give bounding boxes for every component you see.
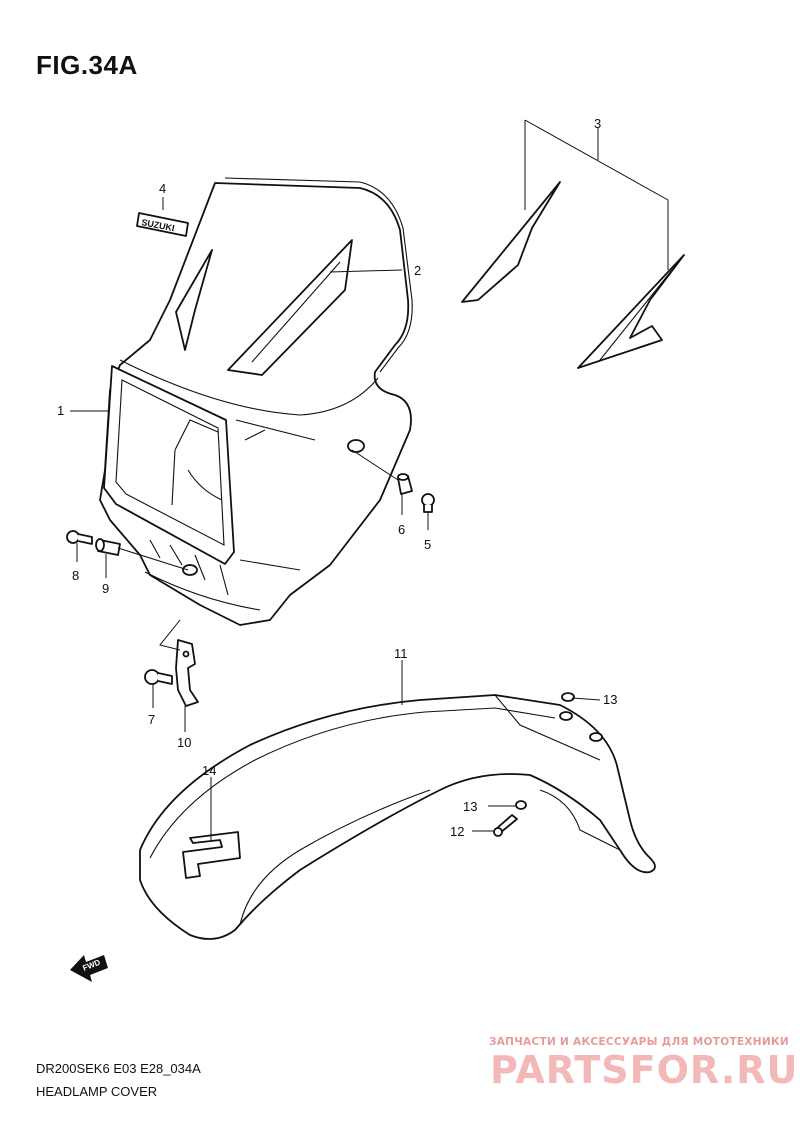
callout-6: 6 (398, 522, 406, 537)
callout-7: 7 (148, 712, 156, 727)
callout-3: 3 (594, 116, 602, 131)
callout-5: 5 (424, 537, 432, 552)
callout-14: 14 (202, 763, 217, 778)
callout-1: 1 (57, 403, 65, 418)
callout-8: 8 (72, 568, 80, 583)
side-decal-set (461, 181, 685, 369)
headlamp-cover (99, 177, 413, 626)
suzuki-emblem: SUZUKI (136, 212, 189, 237)
callout-9: 9 (102, 581, 110, 596)
callout-2: 2 (414, 263, 422, 278)
headlamp-bracket (175, 639, 199, 707)
fender-screw (493, 814, 518, 837)
fender-s-emblem (182, 831, 241, 879)
fwd-arrow-icon: FWD (70, 955, 108, 982)
watermark-site: PARTSFOR.RU (490, 1048, 799, 1092)
collar-right (397, 473, 413, 495)
callout-13-top: 13 (603, 692, 618, 707)
diagram-caption: HEADLAMP COVER (36, 1084, 158, 1099)
callout-11: 11 (394, 646, 408, 661)
callout-4: 4 (159, 181, 167, 196)
callout-10: 10 (177, 735, 192, 750)
watermark-tagline: ЗАПЧАСТИ И АКСЕССУАРЫ ДЛЯ МОТОТЕХНИКИ (489, 1036, 789, 1048)
screw-left (66, 530, 93, 545)
screw-right (421, 493, 435, 513)
callout-13-bottom: 13 (463, 799, 478, 814)
model-code: DR200SEK6 E03 E28_034A (36, 1061, 201, 1076)
figure-title: FIG.34A (36, 50, 138, 80)
callout-12: 12 (450, 824, 465, 839)
bolt-bracket (144, 669, 173, 685)
front-fender (139, 692, 656, 940)
leader-lines (70, 119, 669, 840)
cover-stripe-decal (175, 239, 353, 376)
collar-left (95, 538, 121, 556)
